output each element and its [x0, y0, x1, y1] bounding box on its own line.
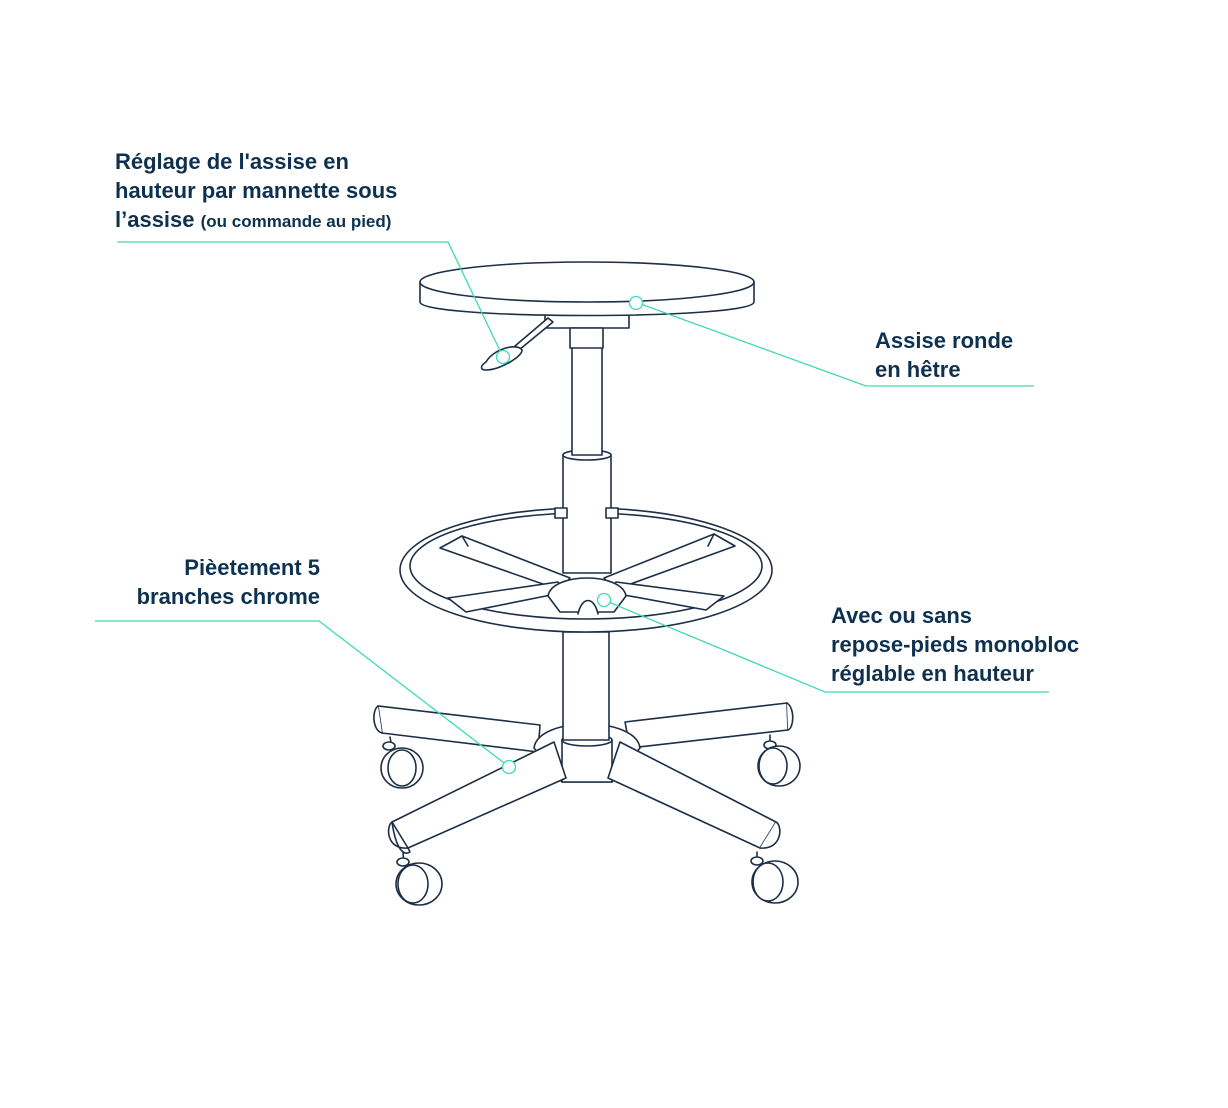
callout-height-adjust: Réglage de l'assise en hauteur par manne…	[115, 147, 397, 236]
leg-back-right	[624, 702, 801, 787]
callout-line-height-adjust	[117, 241, 511, 365]
callout-base: Pièetement 5 branches chrome	[60, 553, 320, 611]
callout-base-line1: Pièetement 5	[184, 555, 320, 580]
leg-front-left	[387, 741, 567, 906]
callout-height-adjust-line1: Réglage de l'assise en	[115, 149, 349, 174]
round-seat	[419, 261, 755, 317]
gas-cylinder	[554, 329, 619, 574]
callout-seat-line2: en hêtre	[875, 357, 961, 382]
leg-front-right	[607, 741, 799, 904]
lower-column	[562, 631, 610, 741]
callout-line-base	[95, 620, 517, 775]
callout-footrest-line1: Avec ou sans	[831, 603, 973, 628]
callout-footrest: Avec ou sans repose-pieds monobloc régla…	[831, 601, 1079, 688]
callout-line-footrest	[596, 592, 1049, 693]
callout-base-line2: branches chrome	[136, 584, 320, 609]
callout-line-seat	[628, 295, 1034, 387]
callout-height-adjust-line3: l’assise	[115, 207, 195, 232]
callout-height-adjust-line2: hauteur par mannette sous	[115, 178, 398, 203]
callout-seat-line1: Assise ronde	[875, 328, 1014, 353]
callout-footrest-line3: réglable en hauteur	[831, 661, 1034, 686]
callout-footrest-line2: repose-pieds monobloc	[831, 632, 1080, 657]
callout-seat: Assise ronde en hêtre	[875, 326, 1013, 384]
callout-height-adjust-note: (ou commande au pied)	[200, 212, 392, 231]
